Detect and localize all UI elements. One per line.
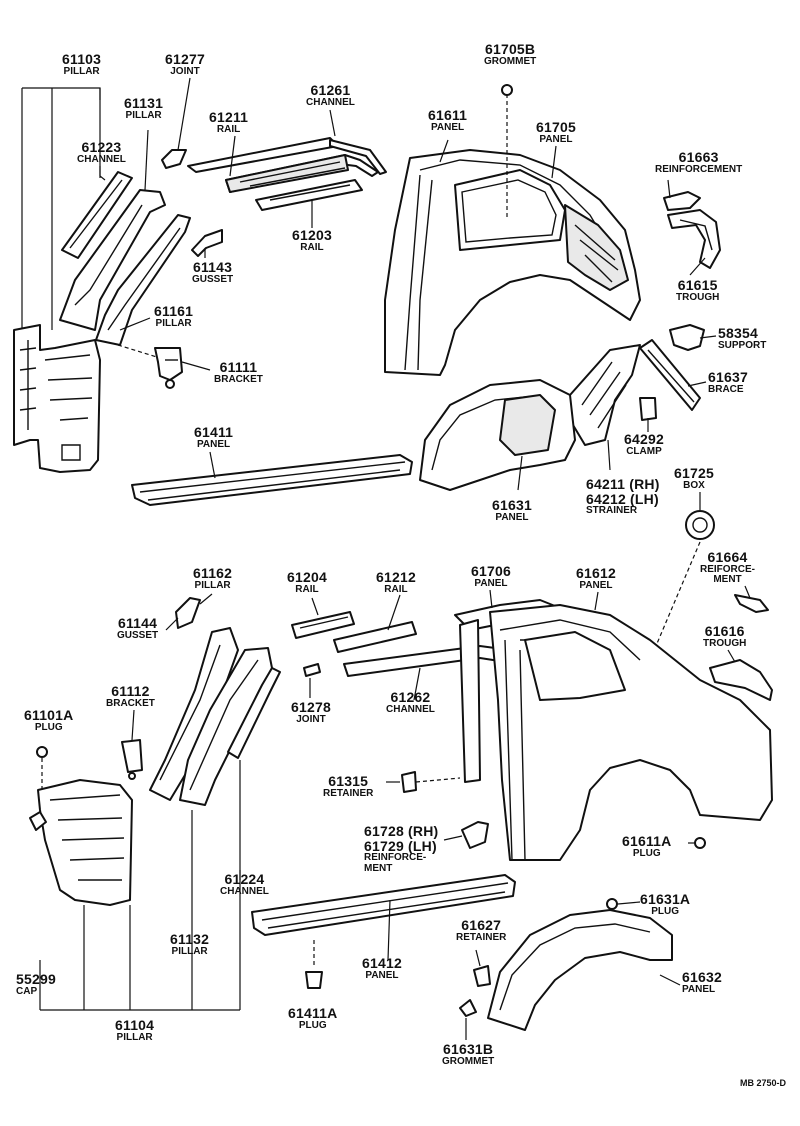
box-61725 xyxy=(649,510,715,661)
trough-61616 xyxy=(709,659,773,701)
label-61728: 61728 (RH)61729 (LH)REINFORCE-MENT xyxy=(364,823,439,874)
wheelhouse-panel-61631 xyxy=(419,379,576,491)
leader-lines xyxy=(99,77,751,1040)
rocker-panel-upper xyxy=(131,454,413,506)
roof-rail-group-upper xyxy=(187,137,387,211)
strainer-64211 xyxy=(569,344,641,446)
rocker-panel-lower xyxy=(251,874,516,989)
trough-group-upper xyxy=(663,191,721,269)
reinforcement-61664 xyxy=(734,594,769,613)
wheelhouse-panel-61632 xyxy=(459,898,673,1031)
clamp-64292 xyxy=(639,397,657,421)
brace-61637 xyxy=(639,339,701,411)
label-64211: 64211 (RH)64212 (LH)STRAINER xyxy=(586,476,660,517)
support-58354 xyxy=(669,324,705,351)
drawing-code: MB 2750-D xyxy=(740,1078,787,1088)
quarter-panel-lower-group xyxy=(401,599,773,861)
front-pillar-group-lower xyxy=(29,597,281,1011)
quarter-panel-upper-group xyxy=(384,84,641,376)
front-pillar-group-upper xyxy=(13,87,223,473)
